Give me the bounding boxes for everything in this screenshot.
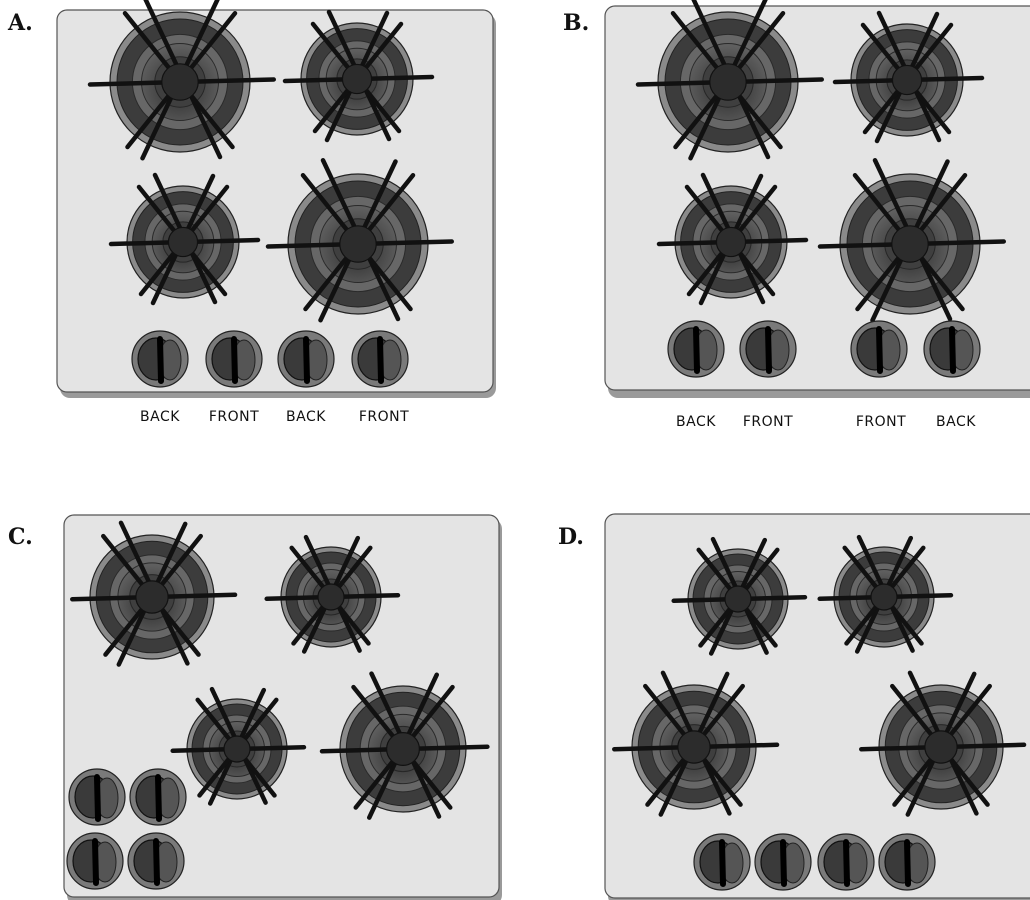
knob-1[interactable] [693,833,751,891]
knob-3[interactable] [277,330,335,388]
burner-front-left [170,686,307,806]
panel-c: C. [8,514,502,900]
knob-4[interactable] [878,833,936,891]
panel-b-letter: B. [563,10,589,36]
knob-2[interactable] [754,833,812,891]
burner-back-left [87,0,276,161]
knob-label-3: BACK [286,409,326,425]
burner-front-right [319,671,490,820]
panel-a-letter: A. [7,10,33,36]
panel-d-letter: D. [558,524,584,550]
burner-front-left [108,172,261,306]
knob-4[interactable] [923,320,981,378]
panel-b: B. BACK FRONT FRONT BACK [563,0,1030,430]
burner-front-right [859,670,1027,817]
knob-label-4: FRONT [359,409,409,425]
knob-3[interactable] [66,832,124,890]
knob-2[interactable] [129,768,187,826]
burner-back-left [70,520,238,667]
burner-front-left [656,172,809,306]
knob-4[interactable] [127,832,185,890]
knob-label-1: BACK [676,414,716,430]
knob-label-2: FRONT [209,409,259,425]
knob-label-2: FRONT [743,414,793,430]
knob-label-3: FRONT [856,414,906,430]
burner-back-left [635,0,824,161]
panel-a: A. BACK FRONT BACK FRONT [7,0,496,425]
panel-d: D. [558,513,1030,900]
burner-back-left [671,536,808,656]
burner-back-right [264,534,401,654]
knob-label-4: BACK [936,414,976,430]
knob-4[interactable] [351,330,409,388]
burner-back-right [832,10,985,144]
burner-front-right [265,158,454,323]
burner-front-left [612,670,780,817]
knob-2[interactable] [739,320,797,378]
burner-front-right [817,158,1006,323]
knob-1[interactable] [667,320,725,378]
knob-1[interactable] [131,330,189,388]
knob-3[interactable] [817,833,875,891]
knob-1[interactable] [68,768,126,826]
knob-3[interactable] [850,320,908,378]
burner-back-right [282,9,435,143]
panel-c-letter: C. [8,524,33,550]
knob-label-1: BACK [140,409,180,425]
burner-back-right [817,534,954,654]
knob-2[interactable] [205,330,263,388]
